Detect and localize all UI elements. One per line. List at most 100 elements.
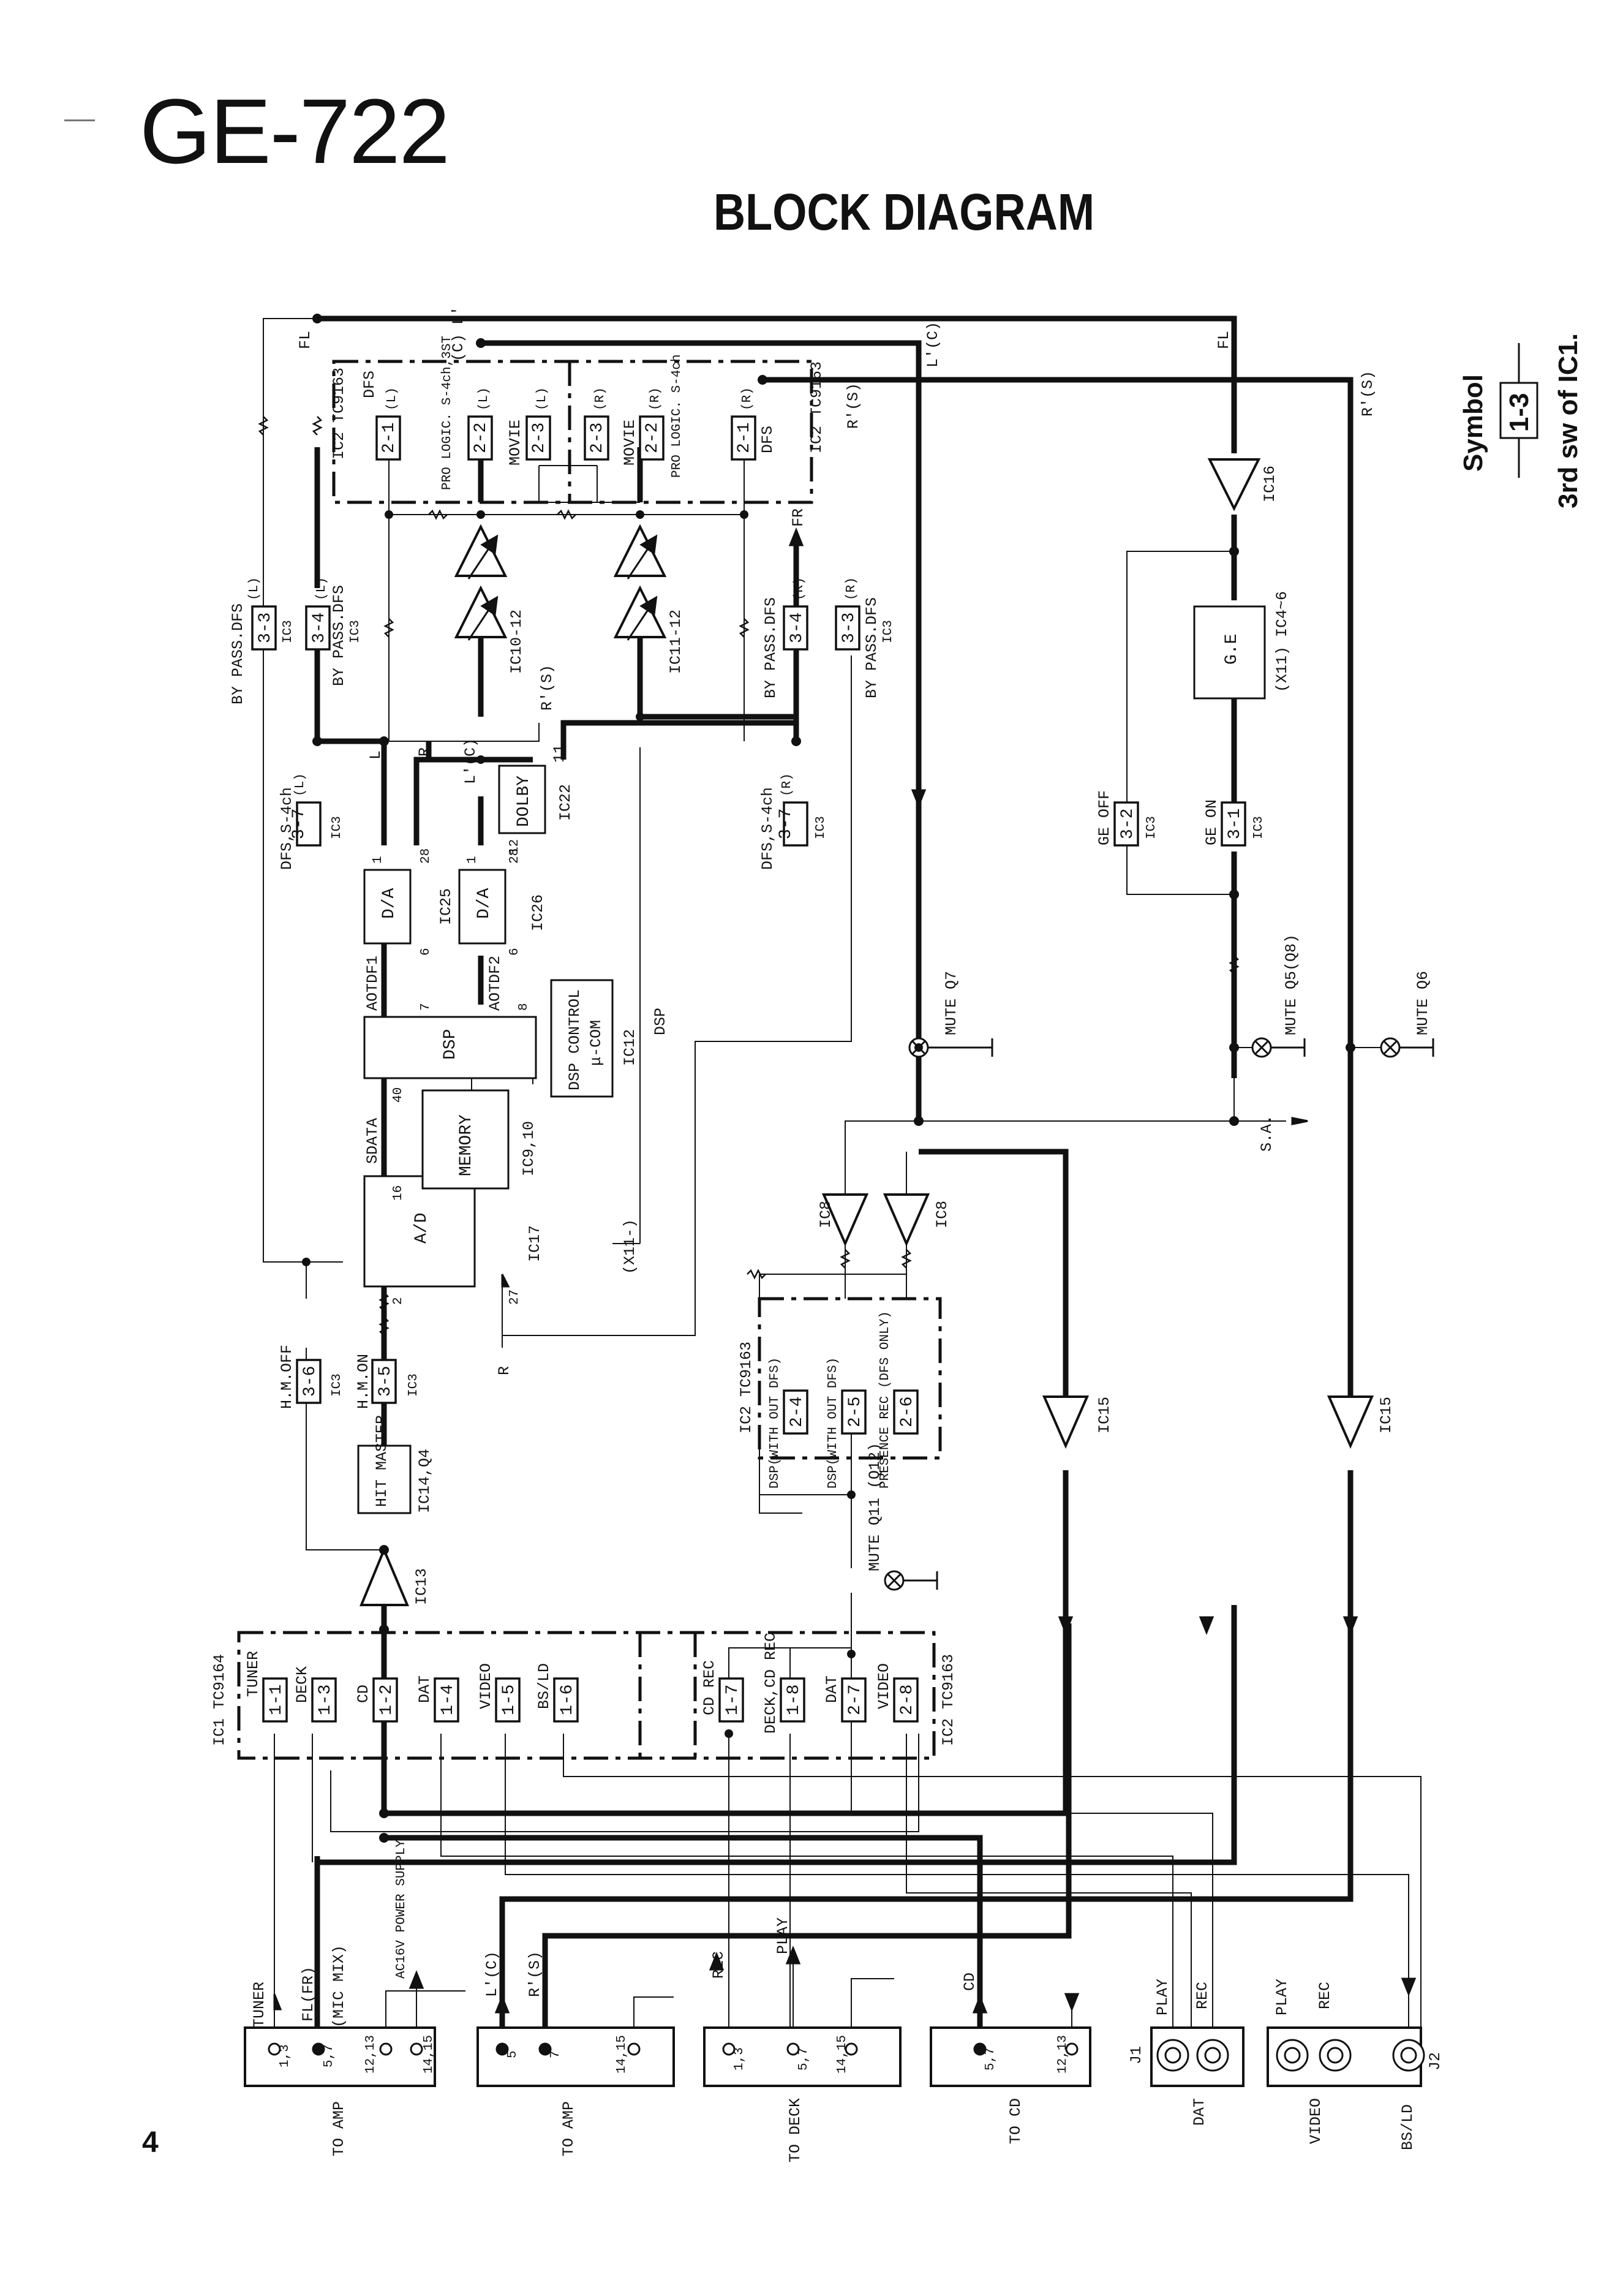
sw-2-6: 2-6: [898, 1397, 917, 1427]
sw-1-2-lbl: CD: [355, 1685, 372, 1703]
memory-block: [421, 1089, 510, 1190]
switch-boxes: [251, 415, 1246, 1723]
vca-l-amp-2: [454, 524, 508, 577]
sw-3-5-lbl: H.M.ON: [355, 1354, 372, 1409]
sw-3-7r-ref: IC3: [814, 816, 828, 839]
dat-caption: DAT: [1191, 2098, 1208, 2126]
sw-1-3: 1-3: [316, 1685, 335, 1715]
sw-3-4l-lbl: BY PASS.DFS: [330, 585, 348, 686]
ad-label: A/D: [412, 1213, 431, 1244]
label-ic2-in: IC2 TC9163: [330, 368, 348, 459]
ic2-dsp-name: IC2 TC9163: [737, 1342, 755, 1433]
mute-q6-label: MUTE Q6: [1414, 971, 1432, 1035]
label-rs-top: R'(S): [845, 383, 862, 429]
amp1-tuner: TUNER: [250, 1982, 268, 2028]
sw-2-2l-lbl: PRO LOGIC. S-4ch,3ST: [440, 336, 454, 490]
label-r: R: [416, 747, 434, 757]
sw-1-1: 1-1: [267, 1685, 286, 1715]
ic8-a-label: IC8: [817, 1201, 835, 1228]
sw-3-2-ref: IC3: [1145, 816, 1159, 839]
deck-caption: TO DECK: [786, 2098, 804, 2162]
amplifier-triangles: [360, 458, 1374, 1606]
pin-6a: 6: [419, 948, 433, 956]
bsld-jack: J2: [1426, 2052, 1444, 2071]
sw-1-2: 1-2: [377, 1685, 396, 1715]
sw-3-4l: 3-4: [310, 613, 329, 643]
sw-1-5-lbl: VIDEO: [477, 1663, 495, 1709]
da2-block: [458, 869, 506, 945]
sw-2-1r: 2-1: [735, 423, 754, 453]
sw-3-1-lbl: GE ON: [1203, 799, 1221, 845]
sw-2-8: 2-8: [898, 1685, 917, 1715]
amp1-p2: 5,7: [322, 2044, 336, 2068]
hit-master-label: HIT MASTER: [373, 1415, 391, 1507]
sw-1-7: 1-7: [723, 1685, 742, 1715]
label-lc-mid: L'(C): [462, 738, 480, 784]
vca-arrows: [467, 534, 658, 641]
sw-3-1-ref: IC3: [1252, 816, 1266, 839]
sw-3-3r-ref: IC3: [881, 620, 895, 643]
sw-2-2r-lbl: MOVIE: [621, 420, 639, 466]
sw-3-2: 3-2: [1118, 809, 1137, 839]
pin-1b: 1: [465, 856, 480, 864]
deck-connector: [703, 2026, 902, 2087]
sw-1-6: 1-6: [558, 1685, 577, 1715]
legend-title: Symbol: [1458, 374, 1488, 472]
sw-3-7r-lbl: DFS,S-4ch: [759, 787, 777, 870]
sw-2-7-lbl: DAT: [823, 1675, 841, 1703]
bsld-caption: BS/LD: [1399, 2104, 1417, 2150]
vca-r-amp-1: [613, 585, 667, 638]
label-rs-right: R'(S): [1359, 371, 1377, 417]
pin-40: 40: [391, 1087, 405, 1103]
pin-11: 11: [551, 744, 568, 763]
deck-p2: 5,7: [797, 2047, 811, 2071]
mute-q6-symbol: [1380, 1037, 1401, 1058]
dsp-region-label: DSP: [652, 1008, 669, 1035]
hit-master-block: [357, 1444, 412, 1514]
ic16-label: IC16: [1261, 466, 1279, 502]
connector-boxes: [244, 2026, 1422, 2087]
sw-3-7r: 3-7: [777, 809, 796, 839]
sw-1-8: 1-8: [785, 1685, 804, 1715]
mute-q5-symbol: [1251, 1037, 1272, 1058]
sw-2-1r-lbl: DFS: [759, 426, 777, 453]
ic-dashed-outlines: [237, 360, 942, 1760]
amp2-lc: L'(C): [483, 1951, 501, 1997]
sw-1-8-lbl: DECK,CD REC: [762, 1633, 780, 1734]
sw-2-3l-ch: (L): [535, 387, 549, 410]
sw-2-4: 2-4: [788, 1397, 807, 1427]
sw-2-3l: 2-3: [530, 423, 549, 453]
ge-ref: (X11) IC4~6: [1273, 591, 1291, 692]
sw-3-7l-lbl: DFS,S-4ch: [278, 787, 296, 870]
sw-2-6-lbl: PRESENCE REC (DFS ONLY): [878, 1311, 892, 1489]
label-lc-right: L'(C): [924, 322, 942, 368]
ic15-amp-b: [1327, 1395, 1374, 1449]
cd-connector: [930, 2026, 1091, 2087]
ic15-b-label: IC15: [1377, 1397, 1395, 1433]
amp1-p3: 12,13: [364, 2035, 378, 2074]
sw-3-7l-ref: IC3: [330, 816, 344, 839]
sw-2-1l-ch: (L): [385, 387, 399, 410]
amp2-p1: 5: [506, 2050, 520, 2058]
ic15-amp-a: [1042, 1395, 1090, 1449]
label-rs-mid: R'(S): [538, 665, 556, 711]
sw-3-2-lbl: GE OFF: [1096, 790, 1113, 845]
sw-3-6-lbl: H.M.OFF: [278, 1345, 296, 1409]
label-fl-top: FL: [296, 331, 314, 349]
ad-block: [363, 1175, 476, 1288]
dsp-control-mu: μ-COM: [587, 1020, 605, 1066]
video-caption: VIDEO: [1307, 2098, 1325, 2144]
page-number: 4: [142, 2126, 159, 2159]
sw-3-4r-lbl: BY PASS.DFS: [762, 597, 780, 698]
sw-3-3l-lbl: BY PASS.DFS: [229, 603, 247, 704]
sw-3-5: 3-5: [376, 1366, 395, 1397]
sw-3-6: 3-6: [301, 1366, 320, 1397]
amp2-p2: 7: [549, 2050, 563, 2058]
sw-2-3r-ch: (R): [593, 387, 608, 410]
deck-rec: REC: [710, 1951, 728, 1979]
pin-28b: 28: [508, 848, 522, 864]
ge-label: G.E: [1222, 634, 1241, 665]
amp1-mic: (MIC MIX): [330, 1945, 348, 2028]
sw-2-5: 2-5: [846, 1397, 865, 1427]
sw-2-3r: 2-3: [588, 423, 607, 453]
